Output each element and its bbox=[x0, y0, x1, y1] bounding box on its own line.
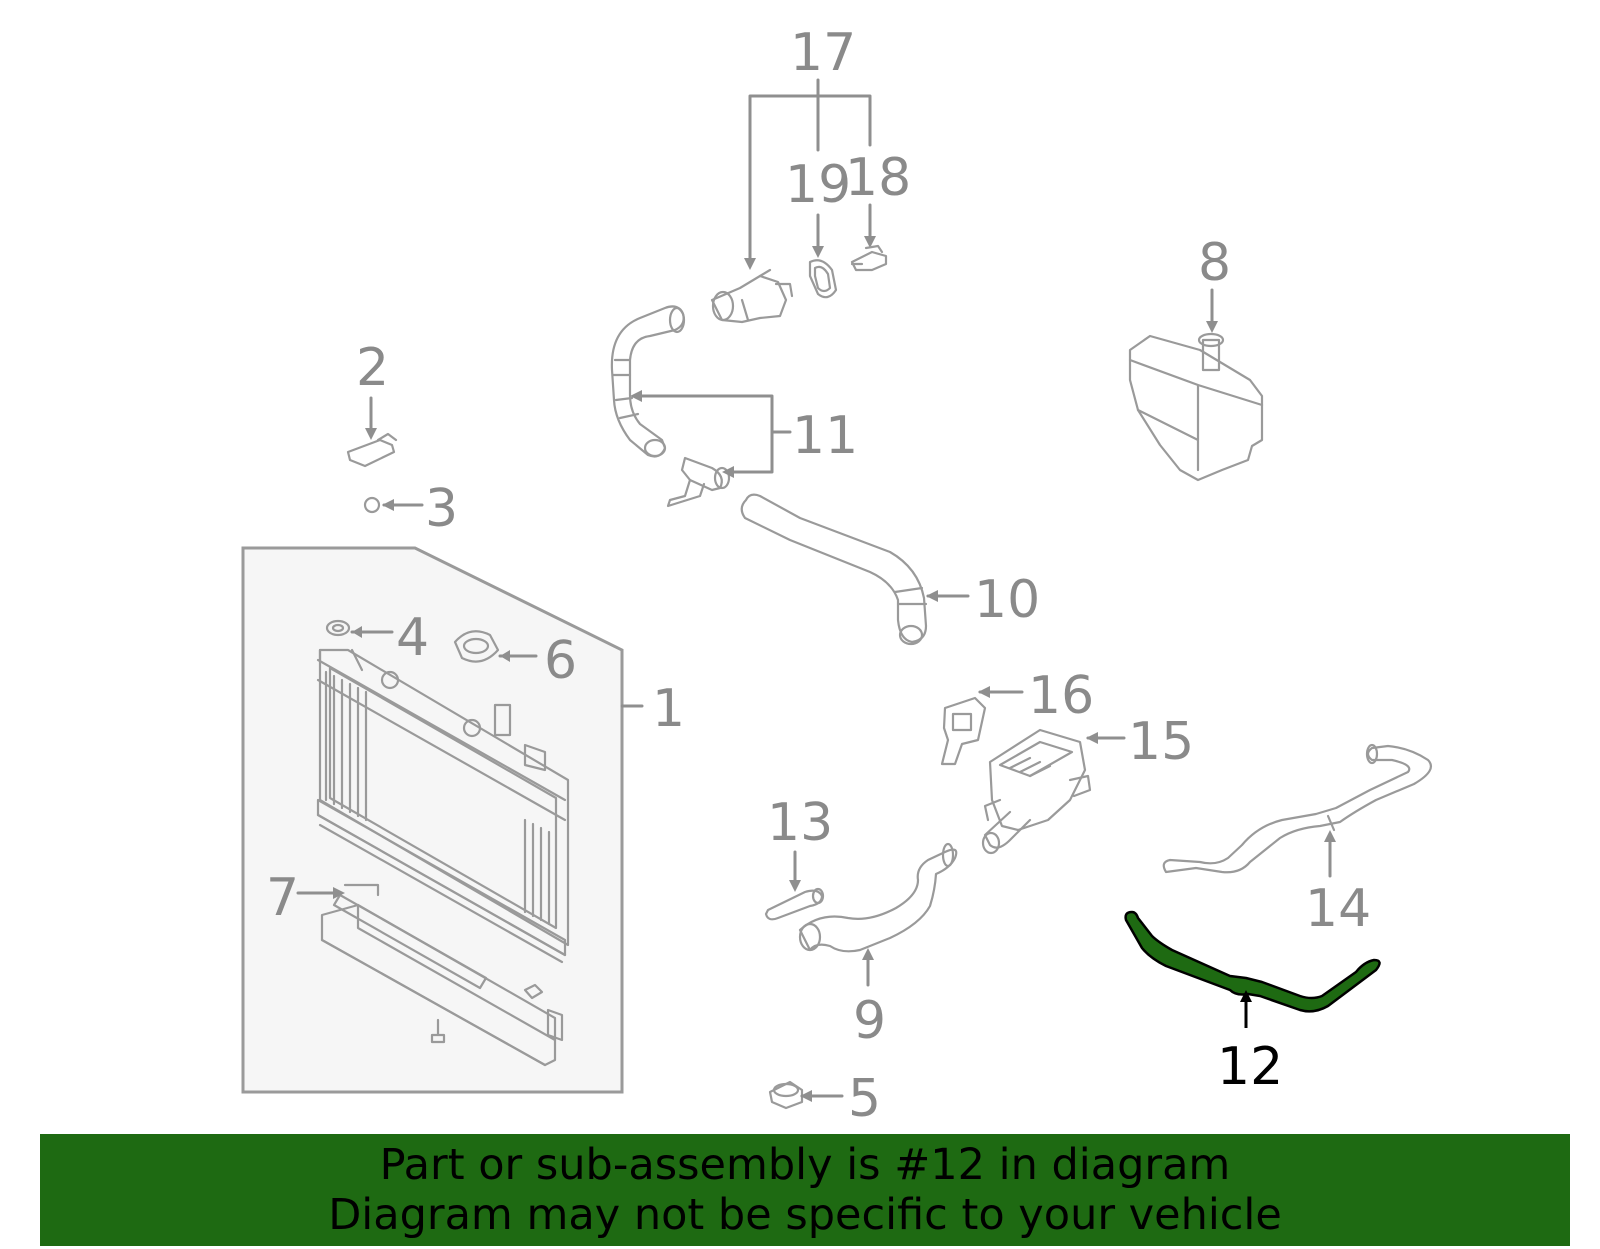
label-16: 16 bbox=[1028, 666, 1094, 726]
part-16-gasket: 16 bbox=[940, 666, 1094, 766]
part-13-small-hose: 13 bbox=[764, 793, 833, 921]
part-11-upper-hose: 11 bbox=[610, 305, 858, 508]
label-12: 12 bbox=[1217, 1037, 1283, 1097]
part-10-hose: 10 bbox=[740, 493, 1040, 646]
leader-11 bbox=[634, 394, 792, 474]
label-18: 18 bbox=[845, 148, 911, 208]
label-19: 19 bbox=[785, 155, 851, 215]
leader-17 bbox=[748, 78, 872, 262]
label-13: 13 bbox=[767, 793, 833, 853]
label-1: 1 bbox=[652, 679, 685, 739]
label-11: 11 bbox=[792, 406, 858, 466]
label-4: 4 bbox=[396, 608, 429, 668]
label-9: 9 bbox=[853, 991, 886, 1051]
label-10: 10 bbox=[974, 570, 1040, 630]
part-15-water-outlet: 15 bbox=[981, 712, 1194, 855]
banner-line-1: Part or sub-assembly is #12 in diagram bbox=[379, 1140, 1231, 1190]
info-banner: Part or sub-assembly is #12 in diagram D… bbox=[40, 1134, 1570, 1246]
label-5: 5 bbox=[848, 1069, 881, 1129]
label-8: 8 bbox=[1198, 233, 1231, 293]
label-6: 6 bbox=[544, 631, 577, 691]
part-5-drain-plug: 5 bbox=[768, 1069, 881, 1129]
part-3-grommet: 3 bbox=[363, 479, 458, 539]
part-18-bolt: 18 bbox=[845, 148, 911, 272]
label-2: 2 bbox=[356, 338, 389, 398]
banner-line-2: Diagram may not be specific to your vehi… bbox=[328, 1190, 1282, 1240]
radiator-assembly-box bbox=[241, 546, 624, 1094]
part-12-highlighted-hose: 12 bbox=[1124, 910, 1381, 1097]
part-6-radiator-cap: 6 bbox=[453, 630, 577, 691]
part-14-hose: 14 bbox=[1162, 743, 1432, 939]
label-7: 7 bbox=[266, 868, 299, 928]
label-3: 3 bbox=[425, 479, 458, 539]
part-17-thermostat-housing-group: 17 bbox=[710, 23, 872, 324]
radiator-assembly-group: 1 4 6 bbox=[241, 546, 685, 1094]
part-7-lower-bracket: 7 bbox=[266, 868, 564, 1067]
label-14: 14 bbox=[1305, 879, 1371, 939]
label-15: 15 bbox=[1128, 712, 1194, 772]
part-19-gasket: 19 bbox=[785, 155, 851, 299]
part-8-reservoir: 8 bbox=[1128, 233, 1264, 482]
part-2-clip: 2 bbox=[346, 338, 398, 468]
part-4-washer: 4 bbox=[325, 608, 429, 668]
radiator-core bbox=[316, 648, 570, 964]
part-9-lower-hose: 9 bbox=[798, 842, 958, 1051]
label-17: 17 bbox=[790, 23, 856, 83]
